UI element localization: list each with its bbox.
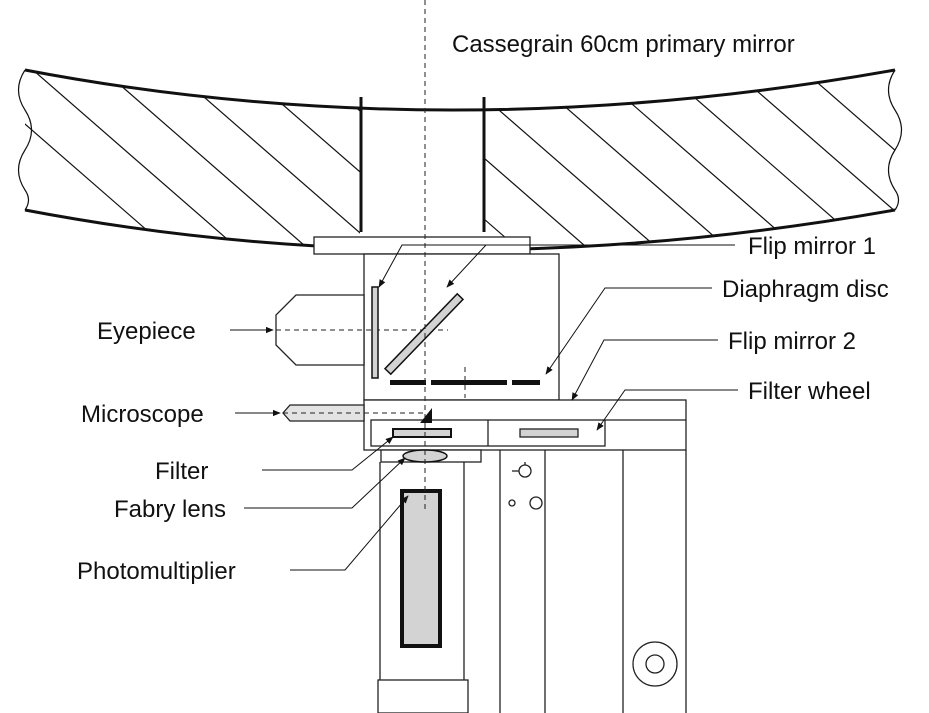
label-diaphragm-disc: Diaphragm disc [722,276,889,303]
flip-mirror-2 [420,408,432,423]
leader-filter-wheel [596,389,738,431]
diagram-title: Cassegrain 60cm primary mirror [452,31,795,58]
mirror-front-surface [24,68,896,112]
label-flip-mirror-2: Flip mirror 2 [728,328,856,355]
flip-mirror-1-diagonal [383,292,465,376]
label-microscope: Microscope [81,401,204,428]
label-eyepiece: Eyepiece [97,318,196,345]
leader-flip-mirror-2 [571,339,718,401]
leader-filter [262,436,394,471]
flip-mirror-1-vertical [371,286,379,379]
leader-diaphragm-disc [545,287,712,375]
flip-mirror-box [363,253,560,401]
eyepiece-body [275,294,365,366]
diaphragm-disc [390,380,540,385]
label-fabry-lens: Fabry lens [114,496,226,523]
mirror-break-left [17,69,33,211]
mirror-break-right [887,69,903,211]
photomultiplier-tube [400,489,442,648]
filter-spare [519,428,579,438]
photometer-housing [313,236,687,713]
label-filter-wheel: Filter wheel [748,378,871,405]
leader-flip-mirror-1-b [402,244,488,288]
leader-fabry-lens [244,457,406,509]
label-filter: Filter [155,458,208,485]
filter [392,428,452,438]
leader-photomultiplier [290,495,409,571]
label-flip-mirror-1: Flip mirror 1 [748,233,876,260]
side-panel-features [508,462,678,687]
leader-lines [230,244,738,571]
label-photomultiplier: Photomultiplier [77,558,236,585]
